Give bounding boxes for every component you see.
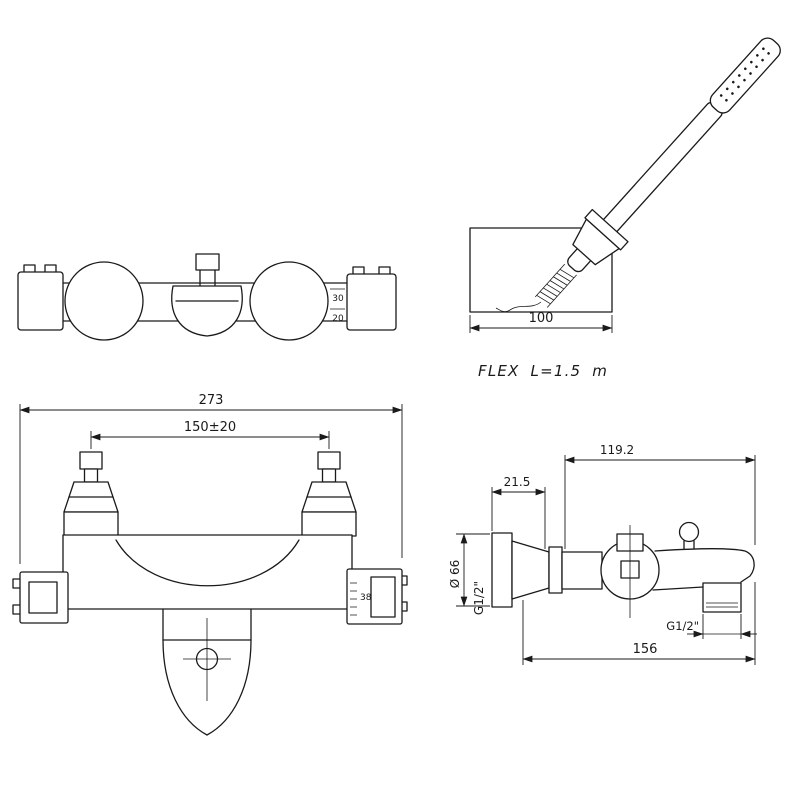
aerator-crosshair (183, 618, 231, 701)
diverter-stem-side (683, 540, 695, 550)
hand-shower-view: 100 FLEX L=1.5 m (469, 37, 781, 380)
front-view: 273 150±20 38 (12, 393, 408, 736)
left-knob-front (19, 571, 69, 624)
side-dim-ext-lines (456, 455, 756, 665)
right-inlet-stem (321, 468, 337, 483)
diverter-button (195, 253, 220, 271)
hose-coil (534, 263, 577, 308)
shower-head (709, 37, 781, 114)
temp-scale-lower: 20 (332, 314, 344, 324)
body-arc (115, 539, 300, 587)
right-knob-inset (370, 576, 396, 618)
overall-width-dim: 273 (199, 393, 224, 408)
wall-clearance-dim: 21.5 (504, 475, 531, 489)
inlet-centers-dim: 150±20 (184, 420, 236, 435)
escutcheon-side (511, 540, 550, 600)
mixer-body-front (62, 534, 353, 610)
wall-flange-side (491, 532, 513, 608)
diverter-stem (199, 269, 216, 287)
flex-hose-note: FLEX L=1.5 m (478, 362, 608, 380)
hose-tail (495, 301, 542, 313)
escutcheon-ring (548, 546, 563, 594)
temp-mark-38: 38 (360, 593, 372, 603)
temp-scale-ticks-front (350, 582, 357, 616)
spout-neck-lines (162, 608, 252, 641)
outlet-threads (706, 602, 738, 608)
flange-dia-dim: Ø 66 (448, 560, 462, 589)
spout-side (652, 548, 755, 591)
hand-shower (534, 37, 781, 308)
right-knob-front (346, 568, 403, 625)
body-side (561, 551, 603, 590)
right-end-cap (346, 273, 397, 331)
holder-flange (584, 208, 629, 251)
left-inlet-nut (79, 451, 103, 470)
right-knob-top (249, 261, 329, 341)
right-connector (301, 511, 357, 537)
spout-top-view (171, 285, 243, 337)
outlet-thread-label: G1/2" (666, 619, 699, 633)
left-inlet-stem (83, 468, 99, 483)
left-knob-inset (28, 581, 58, 614)
left-knob-top (64, 261, 144, 341)
inlet-thread-label: G1/2" (472, 581, 486, 615)
temp-scale-ticks (330, 288, 345, 310)
left-connector (63, 511, 119, 537)
spray-nozzles (719, 47, 770, 102)
diverter-knob-side (678, 521, 700, 543)
top-view: 30 20 (17, 253, 397, 341)
depth-dim: 119.2 (600, 443, 634, 457)
bracket-width-dim: 100 (529, 311, 554, 326)
temp-scale-upper: 30 (332, 294, 344, 304)
side-view: 119.2 21.5 Ø 66 G1/2" G1/2" 156 (448, 443, 757, 665)
outlet-side (702, 582, 742, 613)
front-dim-ext-lines (19, 404, 403, 564)
left-end-cap (17, 271, 64, 331)
right-inlet-nut (317, 451, 341, 470)
reach-dim: 156 (633, 642, 658, 657)
